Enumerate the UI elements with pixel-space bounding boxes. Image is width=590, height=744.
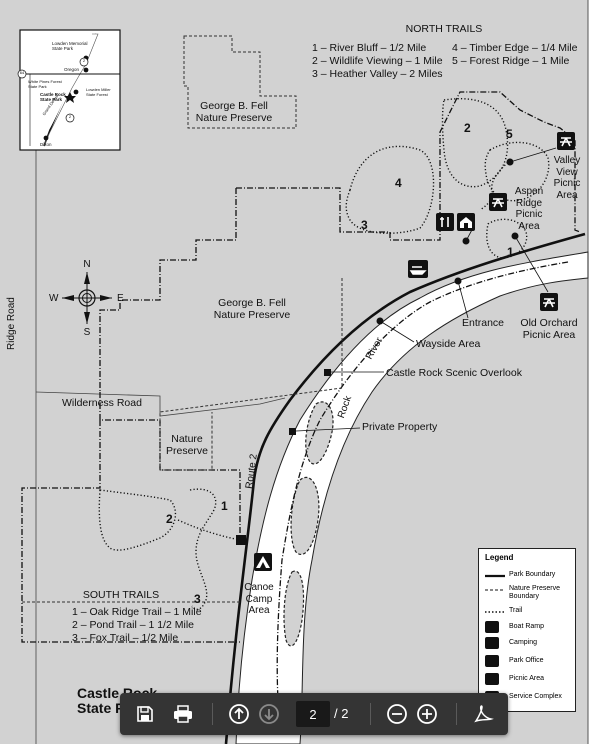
legend-trail-symbol [485, 611, 505, 613]
acrobat-icon [474, 705, 494, 723]
legend-picnic-area: Picnic Area [509, 675, 545, 682]
map-legend: Legend Park Boundary Nature Preserve Bou… [478, 548, 576, 712]
inset-dixon: Dixon [40, 142, 52, 147]
trail-number-s1: 1 [221, 499, 228, 513]
inset-oregon: Oregon [64, 67, 80, 72]
wilderness-road-label: Wilderness Road [62, 397, 142, 409]
trail-number-s3: 3 [194, 592, 201, 606]
inset-white-pines: White Pines Forest State Park [28, 79, 62, 89]
page-number-input[interactable]: 2 [296, 701, 330, 727]
legend-park-boundary: Park Boundary [509, 571, 556, 578]
arrow-up-circle-icon [229, 704, 249, 724]
river-island [305, 401, 334, 465]
zoom-out-button[interactable] [382, 699, 412, 729]
canoe-camp-label: Canoe Camp Area [244, 582, 274, 616]
inset-map [17, 29, 121, 151]
legend-camping: Camping [509, 639, 538, 646]
route-2 [224, 232, 586, 744]
boat-ramp-icon [408, 260, 428, 278]
legend-camping-icon [485, 637, 499, 649]
compass-s: S [83, 327, 91, 338]
valley-view-label: Valley View Picnic Area [553, 155, 581, 201]
entrance-label: Entrance [462, 317, 505, 329]
trail-number-n4: 4 [395, 176, 402, 190]
river-island [283, 570, 305, 647]
trail-number-n5: 5 [506, 127, 513, 141]
inset-lowden-memorial: Lowden Memorial State Park [52, 41, 88, 52]
legend-boat-ramp: Boat Ramp [509, 623, 545, 630]
preserve-boundary-north [183, 35, 297, 129]
wayside-label: Wayside Area [416, 338, 481, 350]
park-boundary-south [21, 420, 240, 643]
river-island [290, 476, 320, 555]
previous-page-button[interactable] [224, 699, 254, 729]
legend-title: Legend [485, 553, 514, 562]
inset-castle-rock: Castle Rock State Park [40, 92, 66, 103]
north-trail-4: 4 – Timber Edge – 1/4 Mile [452, 42, 578, 54]
preserve-small-label: Nature Preserve [165, 433, 209, 458]
service-complex-icon [436, 213, 454, 231]
compass-n: N [83, 259, 91, 270]
legend-park-boundary-symbol [485, 574, 505, 578]
old-orchard-label: Old Orchard Picnic Area [520, 317, 578, 342]
inset-lowden-miller: Lowden Miller State Forest [86, 87, 111, 97]
inset-route-64: 64 [19, 70, 25, 75]
north-trail-3: 3 – Heather Valley – 2 Miles [312, 68, 443, 80]
south-trails-title: SOUTH TRAILS [82, 589, 160, 601]
zoom-in-icon [417, 704, 437, 724]
north-trail-5: 5 – Forest Ridge – 1 Mile [452, 55, 570, 67]
south-trail-2: 2 – Pond Trail – 1 1/2 Mile [72, 619, 194, 631]
north-trail-1: 1 – River Bluff – 1/2 Mile [312, 42, 427, 54]
zoom-out-icon [387, 704, 407, 724]
south-trail-1: 1 – Oak Ridge Trail – 1 Mile [72, 606, 202, 618]
aspen-ridge-label: Aspen Ridge Picnic Area [514, 186, 544, 232]
toolbar-divider [370, 703, 371, 725]
legend-boat-ramp-icon [485, 621, 499, 633]
toolbar-divider [212, 703, 213, 725]
legend-park-office: Park Office [509, 657, 544, 664]
trail-number-s2: 2 [166, 512, 173, 526]
park-office-icon [457, 213, 475, 231]
south-trail-3: 3 – Fox Trail – 1/2 Mile [72, 632, 179, 644]
inset-route-2a: 2 [82, 58, 86, 63]
private-property-label: Private Property [362, 421, 438, 433]
zoom-in-button[interactable] [412, 699, 442, 729]
compass-e: E [117, 293, 124, 304]
picnic-area-icon [540, 293, 558, 311]
compass-w: W [49, 293, 59, 304]
legend-trail: Trail [509, 607, 523, 614]
picnic-area-icon [489, 193, 507, 211]
trail-number-n3: 3 [361, 218, 368, 232]
preserve-mid-label: George B. Fell Nature Preserve [213, 297, 291, 322]
legend-service-complex: Service Complex [509, 693, 562, 700]
north-trails-title: NORTH TRAILS [405, 23, 483, 35]
legend-preserve-symbol [485, 589, 505, 591]
inset-route-2b: 2 [68, 114, 72, 119]
next-page-button[interactable] [254, 699, 284, 729]
scenic-overlook-label: Castle Rock Scenic Overlook [386, 367, 522, 379]
camping-icon [254, 553, 272, 571]
pdf-toolbar: 2 / 2 [120, 693, 508, 735]
print-button[interactable] [168, 699, 198, 729]
printer-icon [174, 705, 192, 723]
page-total: / 2 [334, 706, 349, 721]
open-in-acrobat-button[interactable] [468, 699, 498, 729]
legend-picnic-icon [485, 673, 499, 685]
compass-rose [62, 272, 112, 324]
trail-number-n1: 1 [507, 245, 514, 259]
arrow-down-circle-icon [259, 704, 279, 724]
north-trail-2: 2 – Wildlife Viewing – 1 Mile [312, 55, 443, 67]
trail-number-n2: 2 [464, 121, 471, 135]
preserve-north-label: George B. Fell Nature Preserve [195, 100, 273, 125]
legend-park-office-icon [485, 655, 499, 667]
ridge-road-label: Ridge Road [6, 297, 17, 350]
legend-preserve-boundary: Nature Preserve Boundary [509, 585, 560, 600]
picnic-area-icon [557, 132, 575, 150]
toolbar-divider [456, 703, 457, 725]
save-button[interactable] [130, 699, 160, 729]
save-icon [137, 706, 153, 722]
preserve-boundary-mid [159, 278, 343, 471]
